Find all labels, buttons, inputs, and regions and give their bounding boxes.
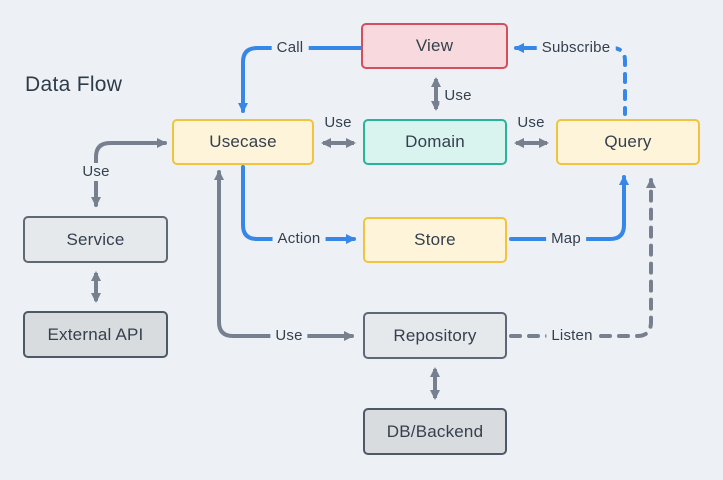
edge-action — [241, 165, 356, 244]
edge-label-call: Call — [271, 39, 309, 57]
node-external-api: External API — [23, 311, 168, 358]
node-db-backend-label: DB/Backend — [386, 421, 484, 441]
edge-label-use-domain-query: Use — [512, 114, 550, 132]
node-db-backend: DB/Backend — [363, 408, 507, 455]
edge-map — [509, 175, 629, 241]
node-repository-label: Repository — [393, 325, 477, 345]
edge-label-action: Action — [272, 230, 326, 248]
node-repository: Repository — [363, 312, 507, 359]
edge-label-use-service: Use — [77, 163, 115, 181]
node-external-api-label: External API — [47, 324, 144, 344]
node-domain-label: Domain — [405, 132, 465, 151]
edge-subscribe-dashed — [610, 46, 627, 116]
node-view: View — [361, 23, 508, 69]
edge-label-use-repository: Use — [270, 327, 308, 345]
node-store-label: Store — [414, 230, 456, 249]
diagram-title: Data Flow — [25, 73, 123, 96]
node-service: Service — [23, 216, 168, 263]
node-store: Store — [363, 217, 507, 263]
node-query: Query — [556, 119, 700, 165]
edge-label-use-view-domain: Use — [439, 87, 477, 105]
edge-listen — [509, 178, 656, 338]
edge-label-subscribe: Subscribe — [536, 39, 616, 57]
node-domain: Domain — [363, 119, 507, 165]
edge-label-use-usecase-domain: Use — [319, 114, 357, 132]
edge-call — [238, 46, 363, 113]
node-service-label: Service — [66, 229, 125, 249]
edge-label-listen: Listen — [546, 327, 598, 345]
node-usecase: Usecase — [172, 119, 314, 165]
node-usecase-label: Usecase — [209, 132, 277, 151]
edge-label-map: Map — [546, 230, 586, 248]
node-view-label: View — [415, 36, 454, 55]
node-query-label: Query — [604, 132, 652, 151]
edge-use-service — [91, 138, 167, 207]
edge-use-repository — [214, 170, 354, 341]
